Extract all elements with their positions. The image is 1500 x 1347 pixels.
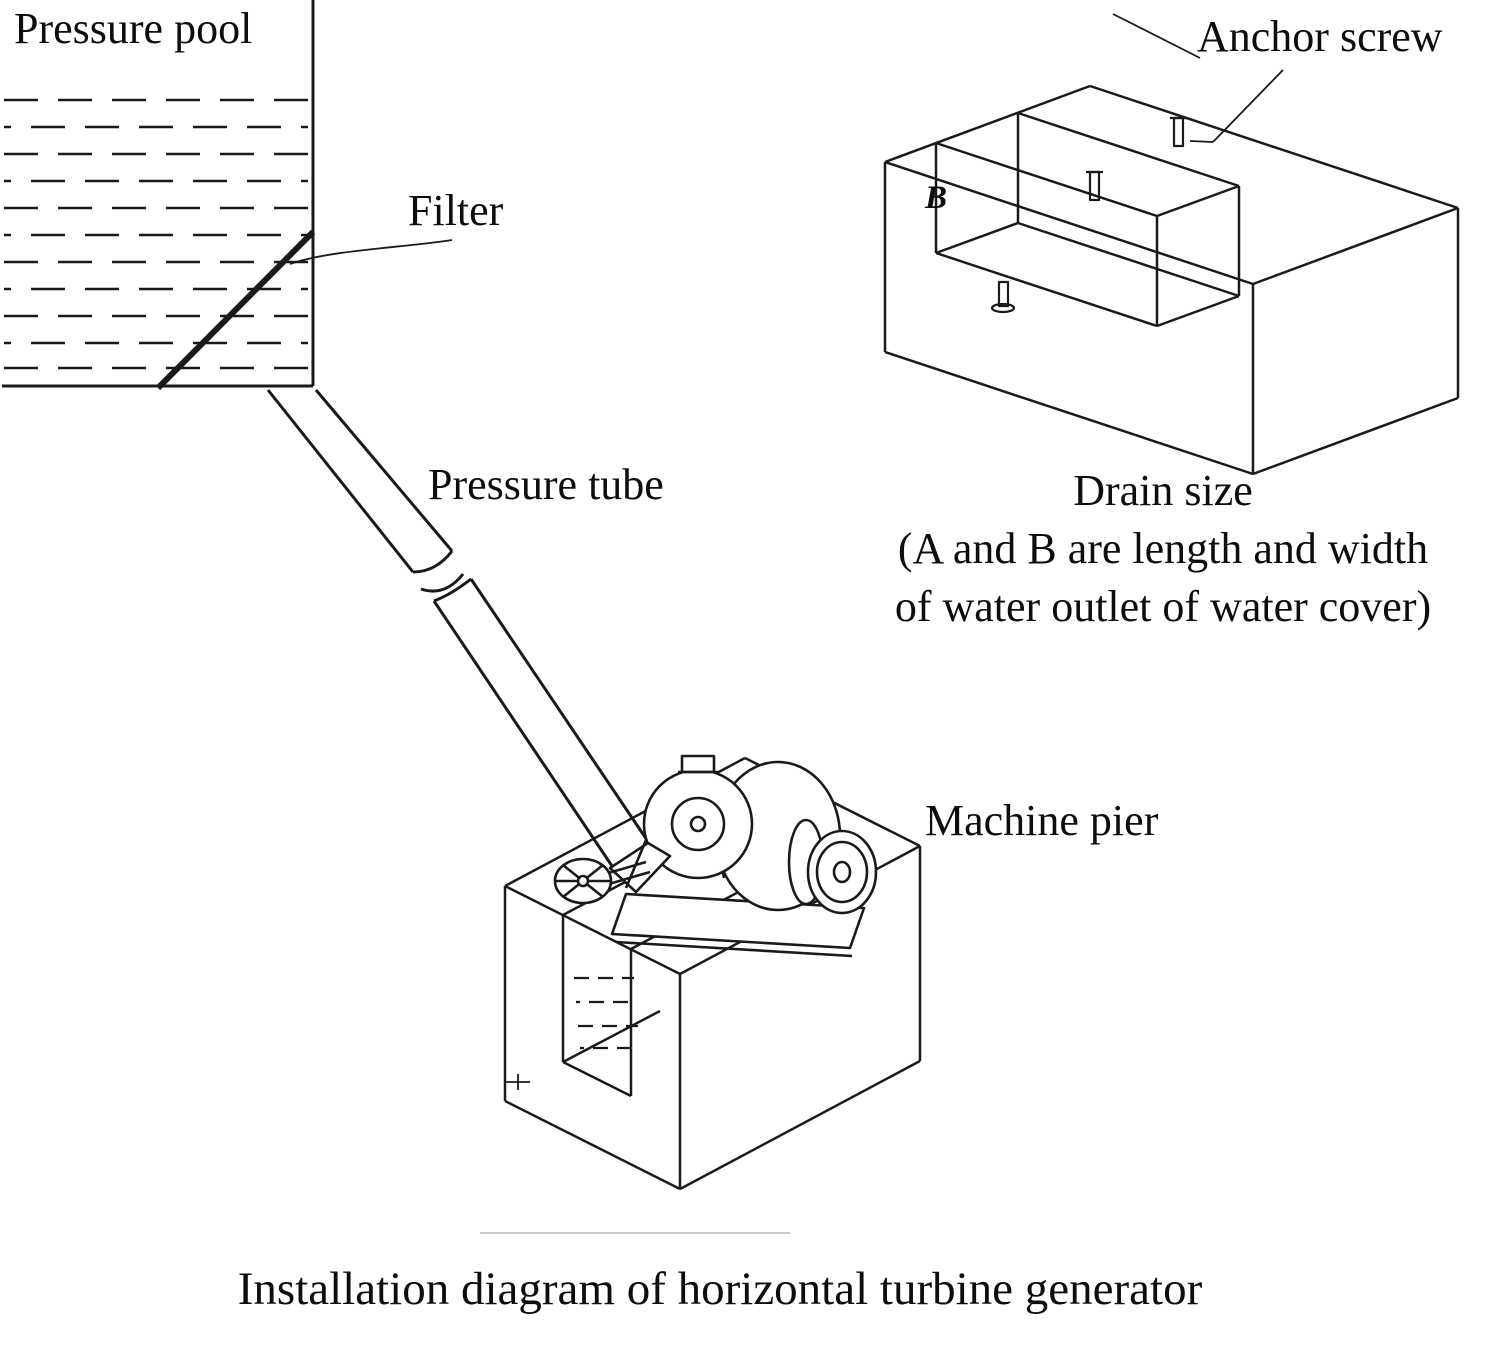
pressure-tube-drawing <box>266 389 651 867</box>
pressure-pool-drawing <box>2 0 453 391</box>
valve-assembly <box>553 857 651 905</box>
turbine-generator-machine <box>553 754 878 958</box>
filter-leader-line <box>289 239 453 265</box>
drain-size-note: Drain size (A and B are length and width… <box>818 462 1500 636</box>
casing-cap <box>680 754 716 774</box>
anchor-screw-icon <box>1172 116 1185 148</box>
anchor-block-drawing <box>883 13 1460 476</box>
diagram-caption: Installation diagram of horizontal turbi… <box>237 1263 1203 1315</box>
drain-size-title: Drain size <box>1073 466 1253 515</box>
pier-datum-tick <box>506 1074 530 1090</box>
anchor-screw-label: Anchor screw <box>1197 12 1443 61</box>
anchor-screw-icon <box>997 280 1010 308</box>
water-dashes <box>4 98 308 370</box>
pier-channel-water <box>574 976 640 1050</box>
pulley-wheel <box>806 829 878 915</box>
anchor-leader-lines <box>1112 13 1284 143</box>
channel-width-b-marker: B <box>925 180 948 216</box>
anchor-screws <box>990 116 1187 314</box>
filter-line <box>155 229 316 391</box>
pressure-pool-label: Pressure pool <box>14 4 253 53</box>
drain-note-line1: (A and B are length and width <box>897 524 1429 574</box>
machine-pier-label: Machine pier <box>925 796 1159 845</box>
filter-label: Filter <box>408 186 504 235</box>
pressure-tube-label: Pressure tube <box>428 460 664 509</box>
drain-channel <box>934 111 1241 328</box>
drain-note-line2: of water outlet of water cover) <box>894 582 1432 632</box>
